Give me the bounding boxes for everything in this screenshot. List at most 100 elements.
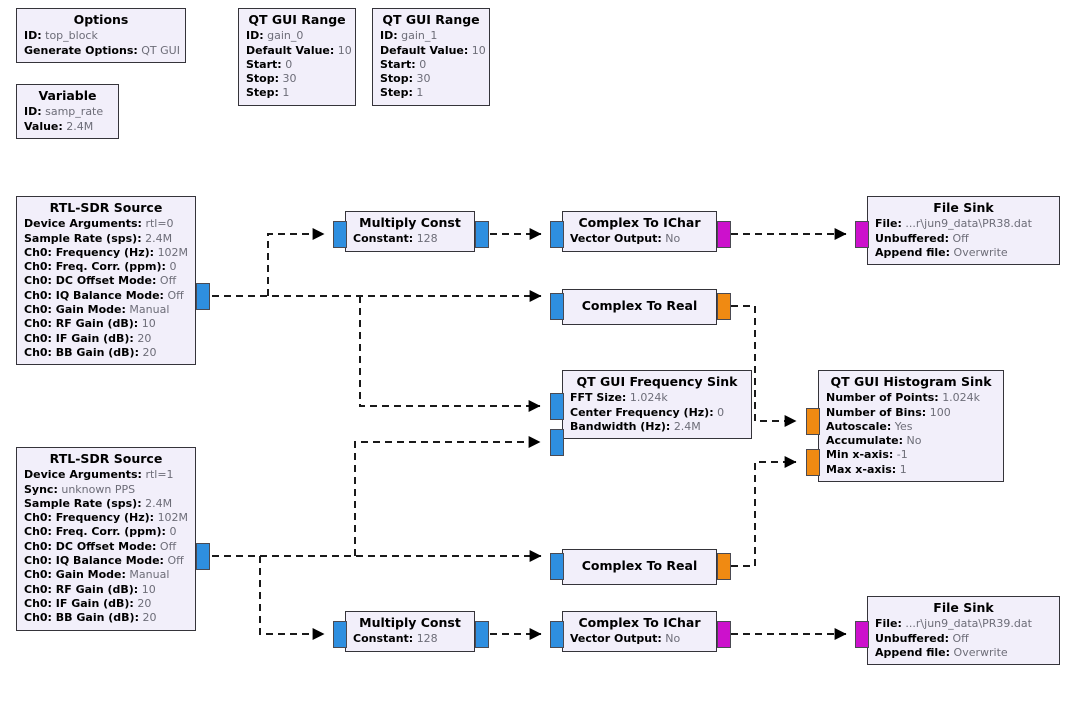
param-value: 30 bbox=[282, 72, 297, 86]
param-key: Bandwidth (Hz): bbox=[570, 419, 671, 433]
block-complex-to-ichar-0[interactable]: Complex To IChar Vector Output: No bbox=[562, 211, 717, 252]
param-value: ...r\jun9_data\PR39.dat bbox=[905, 617, 1032, 631]
param-value: 1 bbox=[282, 86, 290, 100]
param-key: Constant: bbox=[353, 232, 414, 246]
block-title: QT GUI Frequency Sink bbox=[576, 374, 738, 389]
block-title: QT GUI Histogram Sink bbox=[830, 374, 992, 389]
block-multiply-const-0[interactable]: Multiply Const Constant: 128 bbox=[345, 211, 475, 252]
port-in-histogram-sink-1[interactable] bbox=[806, 449, 820, 476]
param-value: 2.4M bbox=[66, 119, 94, 133]
block-param-row: Ch0: DC Offset Mode: Off bbox=[24, 274, 188, 288]
param-key: Vector Output: bbox=[570, 232, 662, 246]
port-in-file-sink-0[interactable] bbox=[855, 221, 869, 248]
block-title: File Sink bbox=[933, 600, 994, 615]
block-param-row: Unbuffered: Off bbox=[875, 632, 1052, 646]
port-in-frequency-sink-0[interactable] bbox=[550, 393, 564, 420]
param-value: 100 bbox=[929, 405, 951, 419]
block-title: Options bbox=[73, 12, 129, 27]
block-qt-gui-histogram-sink[interactable]: QT GUI Histogram Sink Number of Points: … bbox=[818, 370, 1004, 483]
block-param-row: Value: 2.4M bbox=[24, 120, 111, 134]
param-key: Step: bbox=[246, 86, 279, 100]
block-param-row: Vector Output: No bbox=[570, 232, 709, 246]
port-out-source-1[interactable] bbox=[196, 543, 210, 570]
block-file-sink-1[interactable]: File Sink File: ...r\jun9_data\PR39.dat … bbox=[867, 596, 1060, 666]
block-rtlsdr-source-1[interactable]: RTL-SDR Source Device Arguments: rtl=1 S… bbox=[16, 447, 196, 631]
block-param-row: Ch0: Frequency (Hz): 102M bbox=[24, 511, 188, 525]
param-key: File: bbox=[875, 217, 902, 231]
block-qt-gui-range-gain0[interactable]: QT GUI Range ID: gain_0 Default Value: 1… bbox=[238, 8, 356, 106]
port-in-multiply-const-0[interactable] bbox=[333, 221, 347, 248]
param-value: 1 bbox=[416, 86, 424, 100]
param-key: Sample Rate (sps): bbox=[24, 496, 142, 510]
param-value: 10 bbox=[337, 43, 352, 57]
param-value: 20 bbox=[142, 611, 157, 625]
param-key: FFT Size: bbox=[570, 391, 627, 405]
port-in-file-sink-1[interactable] bbox=[855, 621, 869, 648]
port-out-complex-to-real-0[interactable] bbox=[717, 293, 731, 320]
param-key: Center Frequency (Hz): bbox=[570, 405, 714, 419]
param-key: Ch0: IQ Balance Mode: bbox=[24, 288, 164, 302]
param-key: Ch0: Gain Mode: bbox=[24, 568, 126, 582]
port-in-complex-to-real-1[interactable] bbox=[550, 553, 564, 580]
param-value: 0 bbox=[419, 57, 427, 71]
block-rtlsdr-source-0[interactable]: RTL-SDR Source Device Arguments: rtl=0 S… bbox=[16, 196, 196, 366]
block-param-row: File: ...r\jun9_data\PR39.dat bbox=[875, 617, 1052, 631]
param-value: 20 bbox=[137, 596, 152, 610]
param-value: No bbox=[665, 232, 681, 246]
block-complex-to-ichar-1[interactable]: Complex To IChar Vector Output: No bbox=[562, 611, 717, 652]
block-param-row: Constant: 128 bbox=[353, 632, 467, 646]
param-value: Overwrite bbox=[953, 645, 1008, 659]
param-key: Number of Points: bbox=[826, 391, 939, 405]
block-param-row: Ch0: Freq. Corr. (ppm): 0 bbox=[24, 525, 188, 539]
port-out-multiply-const-0[interactable] bbox=[475, 221, 489, 248]
block-param-row: Ch0: RF Gain (dB): 10 bbox=[24, 317, 188, 331]
port-in-complex-to-real-0[interactable] bbox=[550, 293, 564, 320]
param-key: Constant: bbox=[353, 632, 414, 646]
param-value: QT GUI bbox=[141, 43, 180, 57]
param-value: 128 bbox=[416, 232, 438, 246]
param-value: 1 bbox=[899, 462, 907, 476]
param-value: 0 bbox=[169, 260, 177, 274]
param-key: Ch0: IQ Balance Mode: bbox=[24, 554, 164, 568]
port-out-complex-to-ichar-1[interactable] bbox=[717, 621, 731, 648]
param-value: Off bbox=[167, 554, 184, 568]
port-in-complex-to-ichar-0[interactable] bbox=[550, 221, 564, 248]
block-title: Complex To IChar bbox=[578, 215, 701, 230]
port-out-complex-to-real-1[interactable] bbox=[717, 553, 731, 580]
port-out-multiply-const-1[interactable] bbox=[475, 621, 489, 648]
param-key: Ch0: BB Gain (dB): bbox=[24, 345, 139, 359]
port-in-complex-to-ichar-1[interactable] bbox=[550, 621, 564, 648]
port-in-histogram-sink-0[interactable] bbox=[806, 408, 820, 435]
block-qt-gui-frequency-sink[interactable]: QT GUI Frequency Sink FFT Size: 1.024k C… bbox=[562, 370, 752, 440]
port-in-multiply-const-1[interactable] bbox=[333, 621, 347, 648]
param-key: Ch0: Freq. Corr. (ppm): bbox=[24, 525, 166, 539]
param-value: Yes bbox=[894, 419, 913, 433]
block-complex-to-real-0[interactable]: Complex To Real bbox=[562, 289, 717, 326]
param-key: Accumulate: bbox=[826, 434, 903, 448]
port-out-complex-to-ichar-0[interactable] bbox=[717, 221, 731, 248]
block-param-row: Start: 0 bbox=[380, 58, 482, 72]
block-param-row: FFT Size: 1.024k bbox=[570, 391, 744, 405]
block-title: Complex To Real bbox=[581, 298, 698, 313]
param-key: Ch0: IF Gain (dB): bbox=[24, 596, 134, 610]
block-file-sink-0[interactable]: File Sink File: ...r\jun9_data\PR38.dat … bbox=[867, 196, 1060, 266]
port-out-source-0[interactable] bbox=[196, 283, 210, 310]
param-key: Unbuffered: bbox=[875, 631, 949, 645]
param-value: 10 bbox=[471, 43, 486, 57]
block-options[interactable]: Options ID: top_block Generate Options: … bbox=[16, 8, 186, 63]
param-value: rtl=1 bbox=[145, 468, 174, 482]
port-in-frequency-sink-1[interactable] bbox=[550, 429, 564, 456]
block-variable[interactable]: Variable ID: samp_rate Value: 2.4M bbox=[16, 84, 119, 139]
block-param-row: Step: 1 bbox=[246, 86, 348, 100]
block-param-row: Ch0: RF Gain (dB): 10 bbox=[24, 583, 188, 597]
param-value: gain_0 bbox=[267, 29, 304, 43]
param-value: Off bbox=[952, 631, 969, 645]
block-multiply-const-1[interactable]: Multiply Const Constant: 128 bbox=[345, 611, 475, 652]
param-value: Manual bbox=[129, 568, 170, 582]
block-qt-gui-range-gain1[interactable]: QT GUI Range ID: gain_1 Default Value: 1… bbox=[372, 8, 490, 106]
block-title: RTL-SDR Source bbox=[49, 451, 163, 466]
param-key: Stop: bbox=[246, 72, 280, 86]
block-complex-to-real-1[interactable]: Complex To Real bbox=[562, 549, 717, 586]
param-value: 10 bbox=[141, 582, 156, 596]
